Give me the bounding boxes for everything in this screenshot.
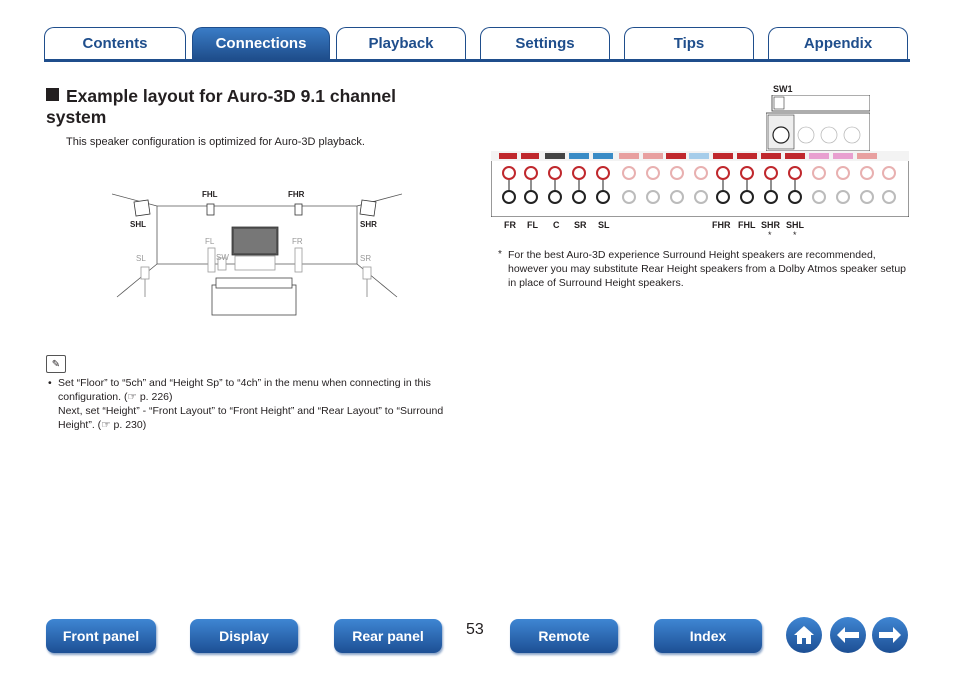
tab-playback[interactable]: Playback	[336, 27, 466, 59]
speaker-layout-diagram: FHL FHR SHL SHR FL FR SL SR SW	[111, 182, 403, 317]
index-button[interactable]: Index	[654, 619, 762, 653]
note-text: • Set “Floor” to “5ch” and “Height Sp” t…	[48, 377, 444, 431]
label-fhr: FHR	[288, 190, 305, 199]
label-shr: SHR	[360, 220, 377, 229]
remote-button[interactable]: Remote	[510, 619, 618, 653]
page-ref-icon: ☞	[101, 419, 111, 431]
label-shl: SHL	[130, 220, 146, 229]
terminal-label-shl: SHL	[786, 220, 804, 230]
front-panel-button[interactable]: Front panel	[46, 619, 156, 653]
terminal-label-c: C	[553, 220, 560, 230]
tab-underline	[44, 59, 910, 62]
footnote: * For the best Auro-3D experience Surrou…	[498, 249, 907, 289]
label-fhl: FHL	[202, 190, 218, 199]
rear-panel-button[interactable]: Rear panel	[334, 619, 442, 653]
forward-button[interactable]	[872, 617, 908, 653]
asterisk-shl: *	[793, 230, 797, 240]
display-button[interactable]: Display	[190, 619, 298, 653]
home-icon	[794, 626, 814, 644]
label-fr: FR	[292, 237, 303, 246]
room-illustration	[111, 193, 403, 316]
terminal-label-sr: SR	[574, 220, 587, 230]
asterisk-shr: *	[768, 230, 772, 240]
page-number: 53	[466, 621, 484, 638]
terminal-label-fhr: FHR	[712, 220, 731, 230]
top-tab-bar: Contents Connections Playback Settings T…	[44, 27, 910, 63]
tab-contents[interactable]: Contents	[44, 27, 186, 59]
label-sr: SR	[360, 254, 372, 263]
page-ref-icon: ☞	[127, 391, 137, 403]
label-fl: FL	[205, 237, 215, 246]
arrow-left-icon	[837, 627, 859, 643]
label-sw1: SW1	[773, 84, 793, 94]
pencil-note-icon: ✎	[46, 355, 66, 373]
tab-connections[interactable]: Connections	[192, 27, 330, 59]
asterisk-mark: *	[498, 249, 502, 260]
page-ref-link[interactable]: p. 230	[113, 419, 143, 431]
page-ref-link[interactable]: p. 226	[139, 391, 170, 403]
terminal-label-fl: FL	[527, 220, 538, 230]
home-button[interactable]	[786, 617, 822, 653]
back-button[interactable]	[830, 617, 866, 653]
arrow-right-icon	[879, 627, 901, 643]
bullet-icon: •	[48, 377, 52, 389]
terminal-label-shr: SHR	[761, 220, 781, 230]
tab-settings[interactable]: Settings	[480, 27, 610, 59]
speaker-terminal-panel	[490, 150, 910, 218]
subwoofer-panel-illustration	[765, 94, 871, 152]
label-sl: SL	[136, 254, 146, 263]
square-bullet-icon	[46, 88, 59, 101]
terminal-label-fr: FR	[504, 220, 516, 230]
tab-tips[interactable]: Tips	[624, 27, 754, 59]
tab-appendix[interactable]: Appendix	[768, 27, 908, 59]
section-heading: Example layout for Auro-3D 9.1 channel s…	[46, 86, 396, 127]
intro-text: This speaker configuration is optimized …	[66, 136, 365, 148]
label-sw: SW	[216, 253, 229, 262]
terminal-label-fhl: FHL	[738, 220, 756, 230]
terminal-label-sl: SL	[598, 220, 610, 230]
